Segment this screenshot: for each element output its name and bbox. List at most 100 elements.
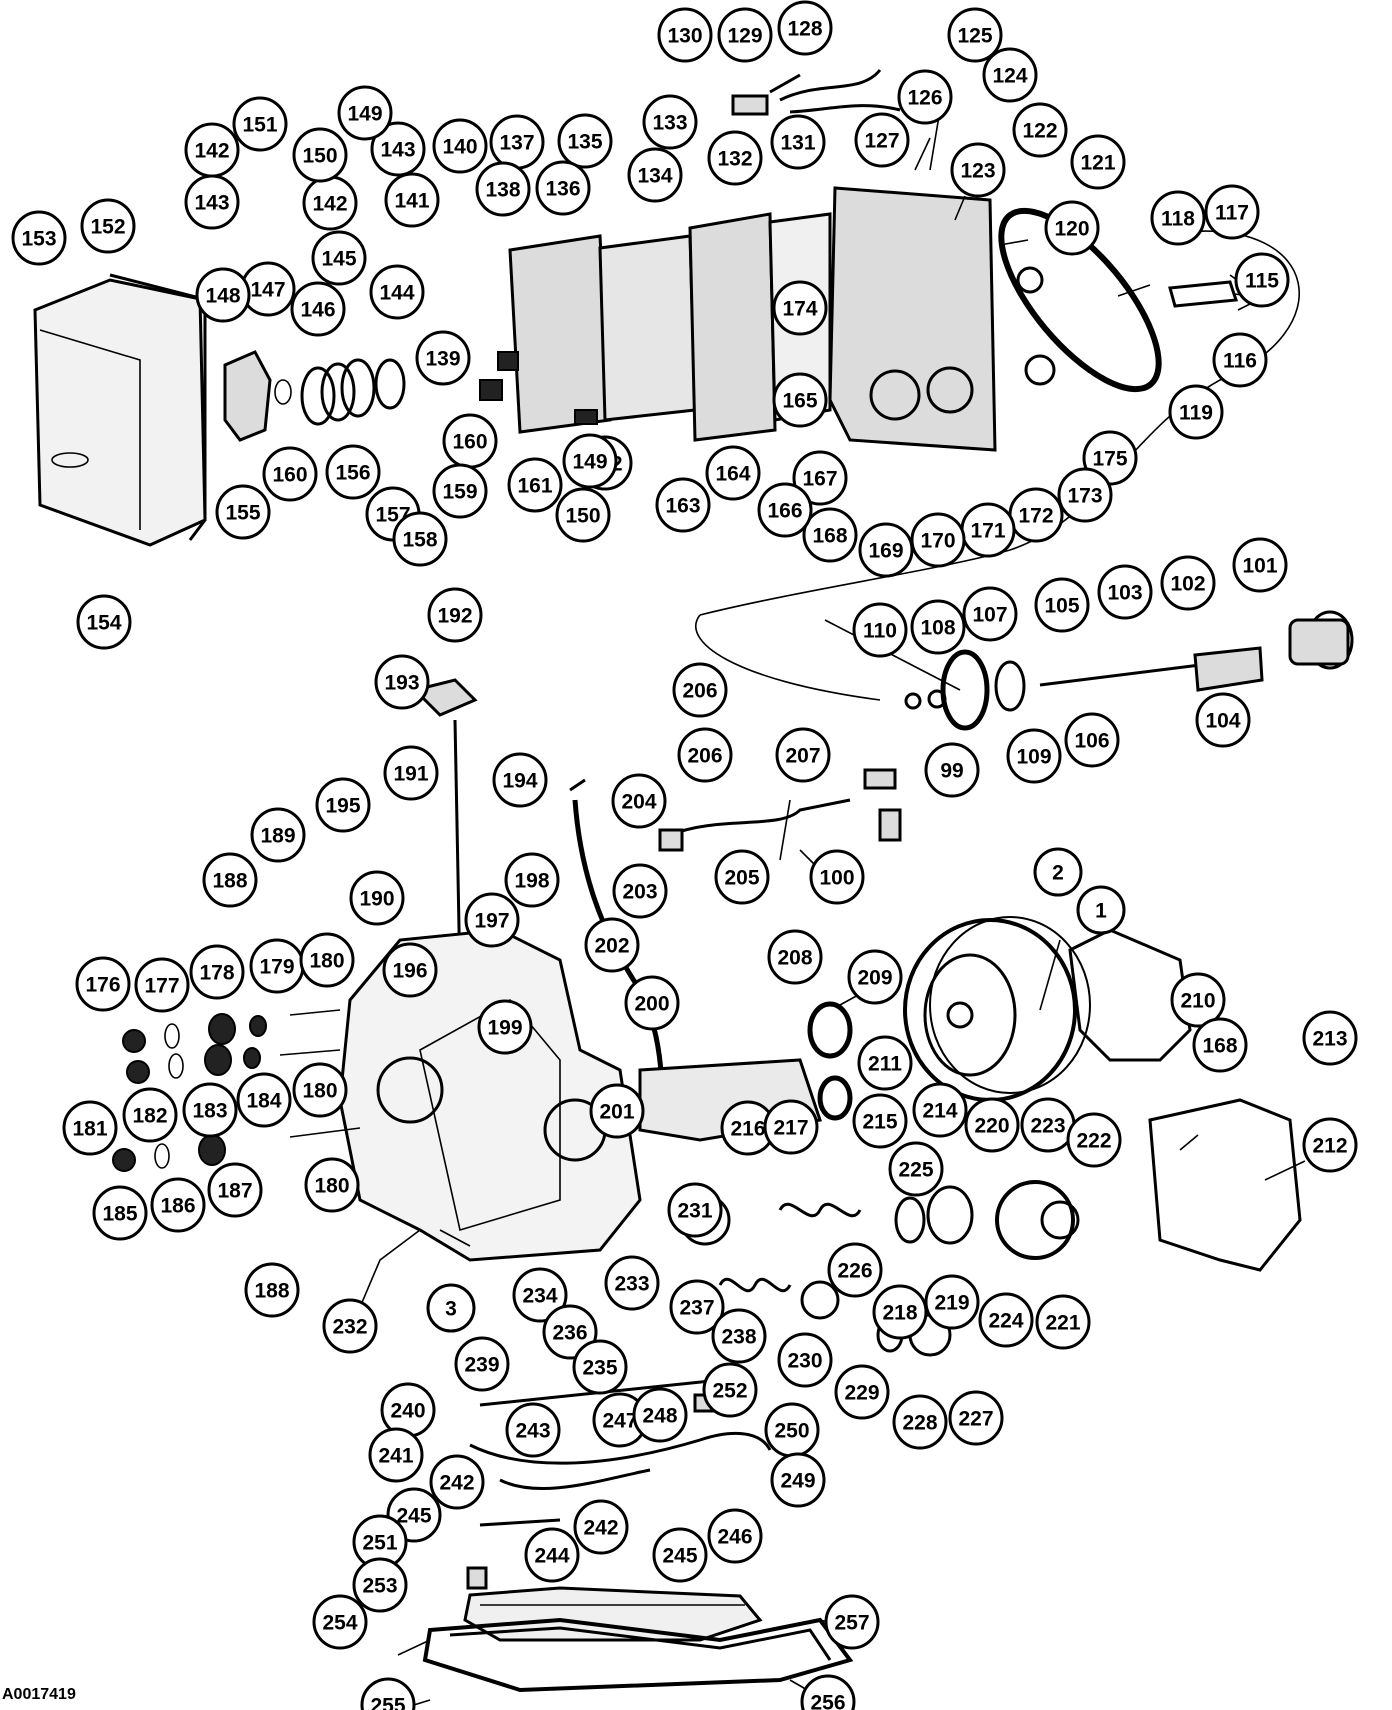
callout-number: 206 <box>682 680 717 703</box>
callout-number: 108 <box>920 617 955 640</box>
callout-circle <box>1006 728 1062 784</box>
callout-circle <box>910 512 966 568</box>
callout-234: 234 <box>512 1267 568 1323</box>
callout-222: 222 <box>1066 1112 1122 1168</box>
callout-160: 160 <box>262 446 318 502</box>
callout-circle <box>325 444 381 500</box>
callout-circle <box>75 956 131 1012</box>
callout-257: 257 <box>824 1594 880 1650</box>
callout-242: 242 <box>429 1454 485 1510</box>
callout-number: 257 <box>834 1612 869 1635</box>
callout-number: 228 <box>902 1412 937 1435</box>
callout-number: 226 <box>837 1260 872 1283</box>
callout-number: 153 <box>21 228 56 251</box>
callout-circle <box>627 147 683 203</box>
callout-194: 194 <box>492 752 548 808</box>
callout-148: 148 <box>195 267 251 323</box>
callout-99: 99 <box>924 742 980 798</box>
callout-circle <box>1234 252 1290 308</box>
callout-number: 175 <box>1092 448 1127 471</box>
callout-number: 190 <box>359 888 394 911</box>
callout-number: 163 <box>665 495 700 518</box>
callout-number: 136 <box>545 178 580 201</box>
callout-number: 128 <box>787 18 822 41</box>
callout-166: 166 <box>757 482 813 538</box>
callout-circle <box>349 870 405 926</box>
callout-195: 195 <box>315 777 371 833</box>
callout-number: 245 <box>662 1545 697 1568</box>
callout-number: 171 <box>970 520 1005 543</box>
callout-217: 217 <box>763 1099 819 1155</box>
callout-circle <box>1044 200 1100 256</box>
callout-147: 147 <box>240 261 296 317</box>
callout-number: 124 <box>992 65 1027 88</box>
callout-circle <box>642 94 698 150</box>
callout-number: 187 <box>217 1180 252 1203</box>
callout-224: 224 <box>978 1292 1034 1348</box>
callout-227: 227 <box>948 1390 1004 1446</box>
callout-number: 156 <box>335 462 370 485</box>
callout-circle <box>315 777 371 833</box>
callout-number: 155 <box>225 502 260 525</box>
callout-circle <box>962 586 1018 642</box>
callout-153: 153 <box>11 210 67 266</box>
callout-number: 230 <box>787 1350 822 1373</box>
callout-number: 146 <box>300 299 335 322</box>
callout-circle <box>1232 537 1288 593</box>
callout-circle <box>1204 184 1260 240</box>
callout-143: 143 <box>370 121 426 177</box>
callout-154: 154 <box>76 594 132 650</box>
callout-177: 177 <box>134 957 190 1013</box>
callout-number: 178 <box>199 962 234 985</box>
callout-number: 121 <box>1080 152 1115 175</box>
callout-number: 160 <box>452 431 487 454</box>
callout-number: 255 <box>370 1695 405 1710</box>
callout-number: 209 <box>857 967 892 990</box>
callout-number: 154 <box>86 612 121 635</box>
callout-number: 199 <box>487 1017 522 1040</box>
oil-filter <box>463 1586 763 1642</box>
callout-circle <box>477 999 533 1055</box>
callout-circle <box>383 745 439 801</box>
pump-body <box>223 350 272 442</box>
callout-252: 252 <box>702 1362 758 1418</box>
main-valve-body <box>688 212 777 442</box>
callout-number: 110 <box>863 620 897 643</box>
callout-number: 188 <box>254 1280 289 1303</box>
callout-229: 229 <box>834 1364 890 1420</box>
callout-number: 250 <box>774 1420 809 1443</box>
callout-circle <box>910 599 966 655</box>
callout-number: 134 <box>637 165 672 188</box>
callout-140: 140 <box>432 118 488 174</box>
callout-1: 1 <box>1076 885 1126 935</box>
callout-circle <box>504 852 560 908</box>
callout-circle <box>232 96 288 152</box>
callout-circle <box>852 602 908 658</box>
callout-circle <box>1150 190 1206 246</box>
callout-105: 105 <box>1034 577 1090 633</box>
callout-number: 180 <box>302 1080 337 1103</box>
callout-number: 148 <box>205 285 240 308</box>
callout-225: 225 <box>888 1141 944 1197</box>
callout-192: 192 <box>427 587 483 643</box>
callout-number: 100 <box>819 867 854 890</box>
callout-number: 130 <box>667 25 702 48</box>
callout-167: 167 <box>792 450 848 506</box>
callout-number: 208 <box>777 947 812 970</box>
callout-210: 210 <box>1170 972 1226 1028</box>
callout-226: 226 <box>827 1242 883 1298</box>
callout-number: 224 <box>988 1310 1023 1333</box>
callout-circle <box>964 1097 1020 1153</box>
callout-number: 219 <box>934 1292 969 1315</box>
callout-149: 149 <box>562 433 618 489</box>
callout-191: 191 <box>383 745 439 801</box>
callout-number: 252 <box>712 1380 747 1403</box>
callout-number: 133 <box>652 112 687 135</box>
callout-135: 135 <box>557 113 613 169</box>
callout-249: 249 <box>770 1452 826 1508</box>
callout-circle <box>426 1283 476 1333</box>
callout-circle <box>1212 332 1268 388</box>
callout-number: 173 <box>1067 485 1102 508</box>
callout-number: 169 <box>868 540 903 563</box>
callout-number: 179 <box>259 956 294 979</box>
